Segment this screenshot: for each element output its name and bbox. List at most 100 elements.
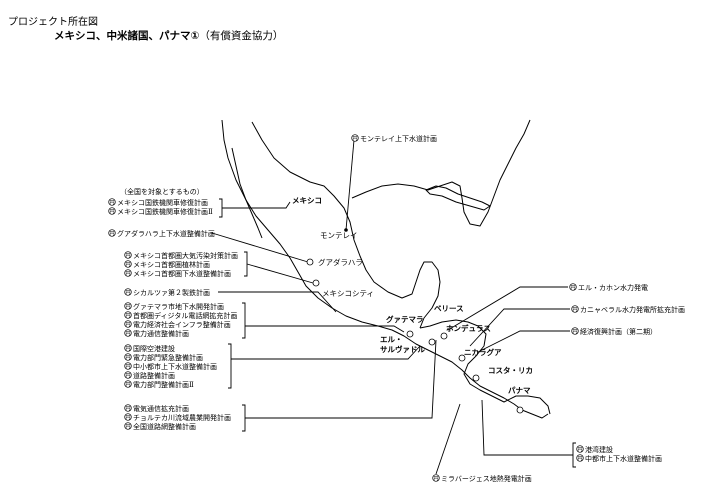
- label-nicaragua: ニカラグア: [464, 347, 502, 357]
- svg-text:円: 円: [109, 200, 114, 206]
- project-label: メキシコ首都圏大気汚染対策計画: [133, 251, 238, 260]
- marker-nicaragua: [458, 354, 466, 362]
- bracket-national: [219, 198, 223, 218]
- yen-bullet-icon: 円: [124, 251, 132, 259]
- project-item-hn-telecom: 円 電気通信拡充計画: [124, 404, 189, 413]
- svg-text:円: 円: [125, 290, 130, 296]
- svg-text:円: 円: [570, 285, 575, 291]
- yen-bullet-icon: 円: [124, 371, 132, 379]
- svg-text:円: 円: [572, 329, 577, 335]
- cuba: [425, 185, 491, 211]
- project-label: メキシコ首都圏下水道整備計画: [133, 269, 231, 278]
- svg-text:円: 円: [125, 322, 130, 328]
- yen-bullet-icon: 円: [124, 329, 132, 337]
- yen-bullet-icon: 円: [571, 305, 579, 313]
- yen-bullet-icon: 円: [124, 311, 132, 319]
- marker-costa-rica: [472, 374, 480, 382]
- baja-peninsula: [231, 147, 263, 239]
- project-label: 電力部門緊急整備計画: [133, 353, 203, 362]
- label-mexico: メキシコ: [292, 196, 322, 205]
- svg-text:円: 円: [125, 406, 130, 412]
- project-label: 首都圏ディジタル電話網拡充計画: [133, 311, 237, 320]
- yen-bullet-icon: 円: [124, 362, 132, 370]
- project-labels: 円 モンテレイ上下水道計画 （全国を対象とするもの） 円 メキシコ国鉄機関車修復…: [108, 134, 685, 483]
- project-label: モンテレイ上下水道計画: [360, 134, 437, 143]
- national-note: （全国を対象とするもの）: [120, 187, 204, 196]
- project-label: メキシコ首都圏植林計画: [133, 260, 210, 269]
- project-item-sv-airport: 円 国際空港建設: [124, 344, 175, 353]
- project-item-national-rail: 円 メキシコ国鉄機関車修復計画: [108, 198, 208, 207]
- project-label: 電力経済社会インフラ整備計画: [133, 320, 231, 329]
- yen-bullet-icon: 円: [124, 260, 132, 268]
- project-item-gt-water: 円 グァテマラ市地下水開発計画: [124, 302, 224, 311]
- project-item-sv-city-water: 円 中小都市上下水道整備計画: [124, 362, 217, 371]
- svg-text:円: 円: [125, 262, 130, 268]
- project-item-capital-forest: 円 メキシコ首都圏植林計画: [124, 260, 210, 269]
- yen-bullet-icon: 円: [576, 454, 584, 462]
- marker-panama: [516, 406, 524, 414]
- svg-text:円: 円: [125, 253, 130, 259]
- svg-text:円: 円: [125, 355, 130, 361]
- project-item-gt-power-infra: 円 電力経済社会インフラ整備計画: [124, 320, 231, 329]
- svg-text:円: 円: [125, 415, 130, 421]
- project-item-gt-grid: 円 電力通信整備計画: [124, 329, 189, 338]
- svg-text:円: 円: [125, 373, 130, 379]
- marker-el-salvador: [428, 338, 436, 346]
- project-label: 電力部門整備計画Ⅱ: [133, 380, 194, 389]
- yen-bullet-icon: 円: [432, 474, 440, 482]
- project-item-hn-roads: 円 全国道路網整備計画: [124, 422, 196, 431]
- leader-miravalles: [435, 403, 461, 475]
- project-label: 全国道路網整備計画: [133, 422, 196, 431]
- us-gulf-coast: [351, 119, 531, 227]
- yen-bullet-icon: 円: [108, 207, 116, 215]
- svg-text:円: 円: [125, 364, 130, 370]
- project-item-sv-power-emerg: 円 電力部門緊急整備計画: [124, 353, 203, 362]
- label-guadalajara: グアダラハラ: [318, 257, 363, 267]
- project-label: 中都市上下水道整備計画: [585, 454, 662, 463]
- svg-text:円: 円: [572, 307, 577, 313]
- project-item-sv-roads: 円 道路整備計画: [124, 371, 175, 380]
- yen-bullet-icon: 円: [124, 422, 132, 430]
- leader-el-salvador: [231, 345, 421, 360]
- map-title: メキシコ、中米諸国、パナマ①（有償資金協力）: [54, 28, 283, 43]
- leader-guatemala: [245, 325, 405, 333]
- bracket-capital: [244, 251, 248, 277]
- project-label: 電力通信整備計画: [133, 329, 189, 338]
- bracket-panama: [572, 442, 576, 468]
- svg-text:円: 円: [433, 476, 438, 482]
- marker-monterrey: [344, 228, 348, 232]
- yen-bullet-icon: 円: [124, 353, 132, 361]
- central-america-caribbean: [419, 319, 551, 415]
- marker-mexico-city: [312, 279, 320, 287]
- label-monterrey: モンテレイ: [320, 231, 358, 240]
- project-label: 経済復興計画（第二期）: [580, 327, 657, 336]
- svg-text:円: 円: [577, 456, 582, 462]
- yen-bullet-icon: 円: [108, 229, 116, 237]
- label-guatemala: グァテマラ: [386, 314, 424, 324]
- svg-text:円: 円: [109, 209, 114, 215]
- yen-bullet-icon: 円: [124, 288, 132, 296]
- label-el-salvador-2: サルヴァドル: [380, 344, 425, 354]
- project-item-pa-water: 円 中都市上下水道整備計画: [576, 454, 662, 463]
- coastlines: [221, 119, 551, 419]
- leader-honduras: [245, 339, 437, 419]
- map-header: プロジェクト所在図: [8, 17, 98, 28]
- yen-bullet-icon: 円: [569, 283, 577, 291]
- project-label: シカルツァ第２製鉄計画: [133, 288, 210, 297]
- yen-bullet-icon: 円: [124, 413, 132, 421]
- svg-text:円: 円: [577, 447, 582, 453]
- label-honduras: ホンデュラス: [446, 323, 491, 333]
- leader-sicartsa: [218, 291, 337, 313]
- project-item-guadalajara: 円 グアダラハラ上下水道整備計画: [108, 229, 215, 238]
- svg-text:円: 円: [109, 231, 114, 237]
- project-item-monterrey: 円 モンテレイ上下水道計画: [351, 134, 437, 143]
- yen-bullet-icon: 円: [124, 269, 132, 277]
- yen-bullet-icon: 円: [571, 327, 579, 335]
- project-item-capital-air: 円 メキシコ首都圏大気汚染対策計画: [124, 251, 238, 260]
- leader-cahon: [447, 286, 568, 331]
- leader-national: [222, 201, 291, 209]
- mexico-pacific-coast: [221, 119, 549, 419]
- yen-bullet-icon: 円: [124, 344, 132, 352]
- leader-monterrey: [345, 139, 355, 231]
